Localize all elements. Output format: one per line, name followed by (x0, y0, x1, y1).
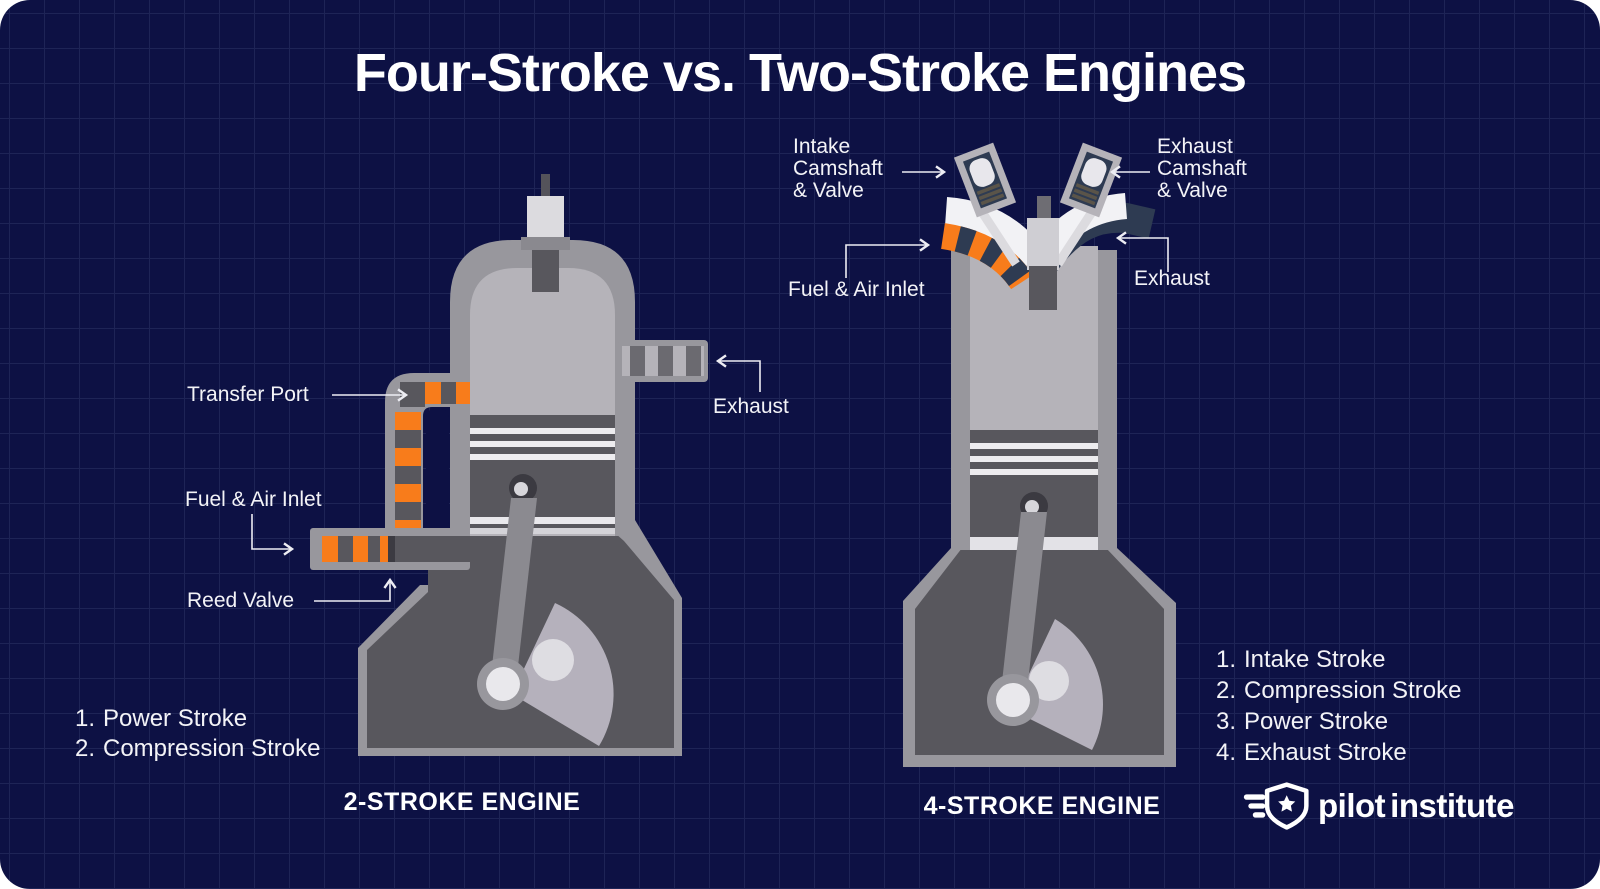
list-item: 2.Compression Stroke (75, 735, 321, 762)
plug-body (1027, 218, 1059, 270)
label-fuel-air-inlet-right: Fuel & Air Inlet (788, 278, 925, 301)
list-item: 1.Intake Stroke (1216, 646, 1386, 673)
reed-valve-arrow (314, 577, 397, 602)
intake-valve-stem (978, 209, 1020, 267)
label-exhaust-camshaft: Exhaust Camshaft & Valve (1157, 135, 1247, 202)
label-reed-valve: Reed Valve (187, 589, 295, 612)
exhaust-right-arrow (1115, 231, 1169, 272)
two-stroke-caption: 2-STROKE ENGINE (343, 788, 581, 816)
intake-camshaft-box (953, 142, 1017, 218)
four-stroke-caption: 4-STROKE ENGINE (923, 792, 1161, 820)
winged-shield-star-icon (1243, 782, 1309, 830)
label-transfer-port: Transfer Port (187, 383, 309, 406)
exhaust-valve-stem (1054, 209, 1096, 267)
counterweight (532, 639, 574, 681)
plug-tip (1037, 196, 1051, 220)
list-item: 3.Power Stroke (1216, 708, 1389, 735)
label-exhaust-right: Exhaust (1134, 267, 1210, 290)
reed-valve-part (388, 536, 395, 562)
counterweight (1029, 661, 1069, 701)
connecting-rod (1000, 512, 1047, 700)
label-exhaust-left: Exhaust (713, 395, 789, 418)
inlet-stripes (322, 536, 388, 562)
two-stroke-engine-illustration (310, 174, 708, 756)
exhaust-left-arrow (715, 354, 761, 392)
tube-gap-window (426, 409, 449, 530)
label-arrows (251, 165, 1169, 602)
spark-plug (521, 174, 570, 292)
label-fuel-air-inlet-left: Fuel & Air Inlet (185, 488, 322, 511)
exhaust-camshaft-box (1059, 142, 1123, 218)
two-stroke-list: 1.Power Stroke 2.Compression Stroke (75, 704, 320, 764)
label-intake-camshaft: Intake Camshaft & Valve (793, 135, 883, 202)
list-item: 1.Power Stroke (75, 705, 248, 732)
four-stroke-list: 1.Intake Stroke 2.Compression Stroke 3.P… (1216, 644, 1461, 768)
fuel-air-inlet-left-arrow (251, 514, 295, 556)
exhaust-duct (618, 340, 708, 382)
intake-stripes (940, 223, 1033, 290)
list-item: 4.Exhaust Stroke (1216, 739, 1407, 766)
fuel-air-inlet-right-arrow (845, 238, 931, 278)
piston (470, 415, 615, 534)
plug-electrode (1029, 266, 1057, 310)
page-title: Four-Stroke vs. Two-Stroke Engines (353, 43, 1247, 103)
connecting-rod (490, 498, 537, 684)
four-stroke-engine-illustration (903, 142, 1176, 767)
list-item: 2.Compression Stroke (1216, 677, 1462, 704)
